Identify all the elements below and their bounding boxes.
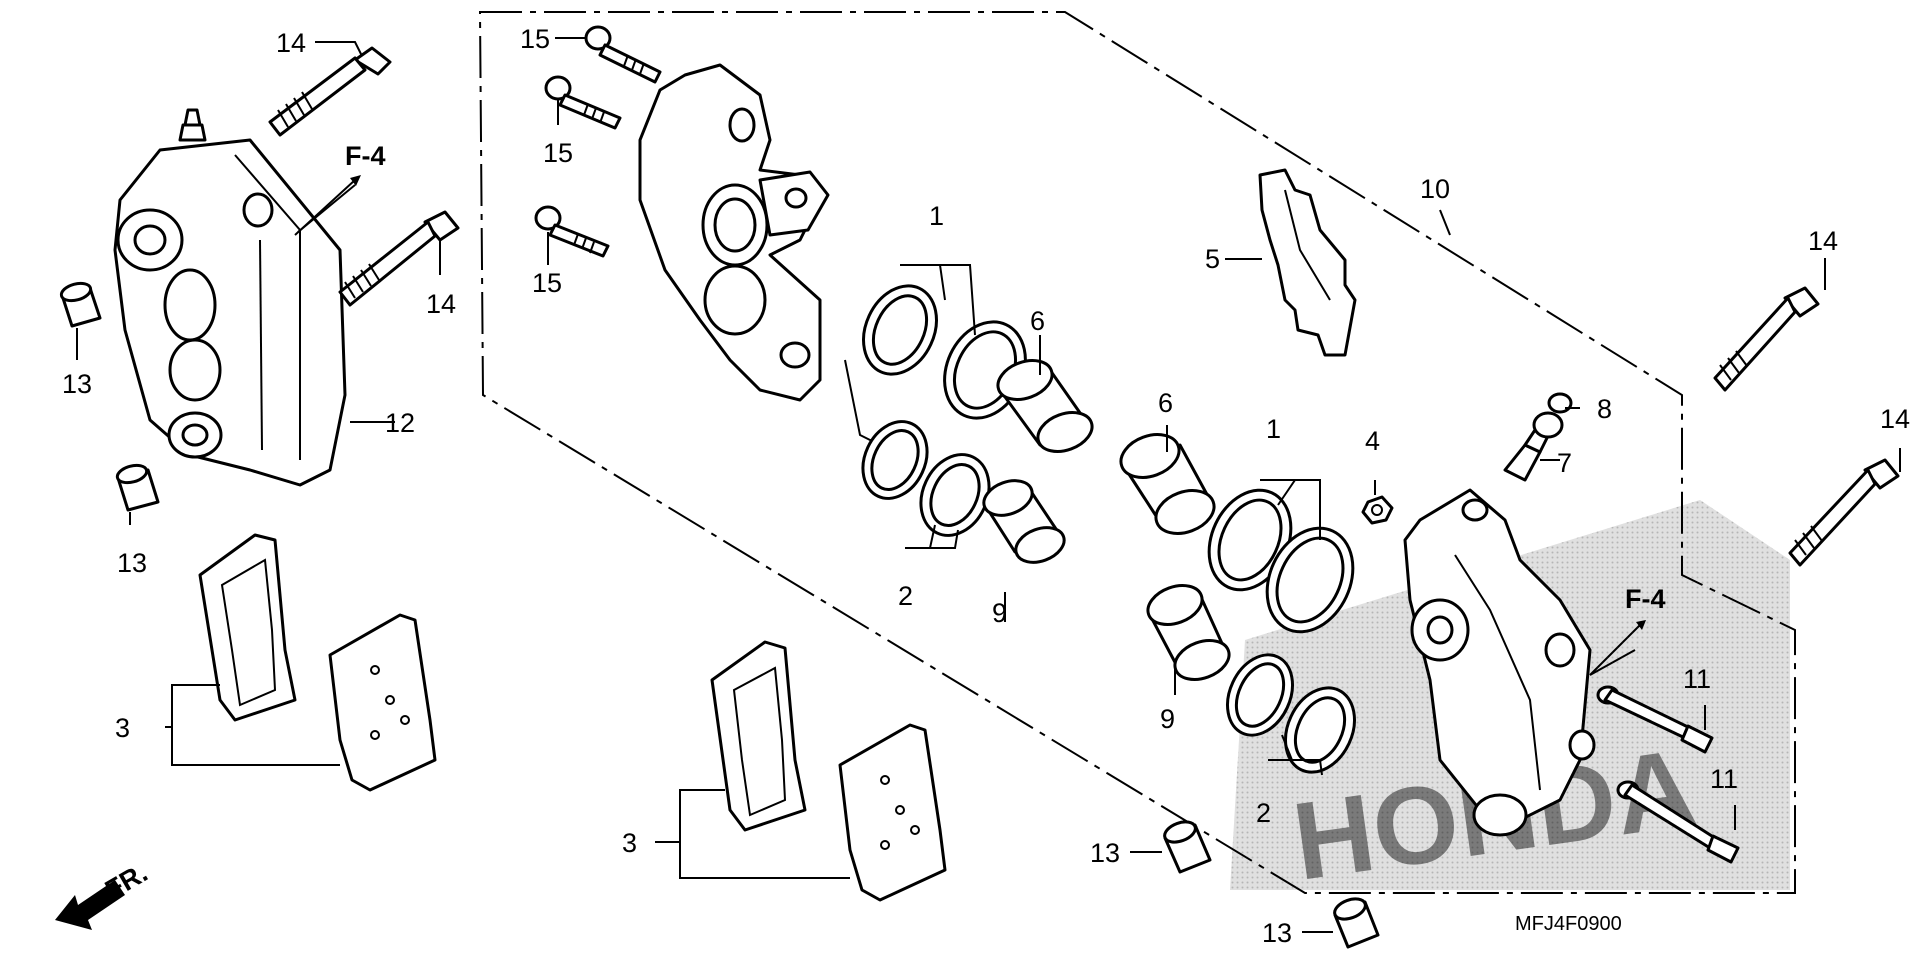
collar-13-a	[59, 281, 102, 328]
label-5: 5	[1205, 244, 1220, 274]
brake-pad-set-center	[710, 640, 947, 902]
label-14: 14	[276, 28, 306, 58]
pad-pin-11-a	[1596, 685, 1714, 754]
collar-13-b	[115, 463, 160, 512]
bleed-valve-7	[1503, 428, 1550, 482]
label-13: 13	[117, 548, 147, 578]
honda-watermark: HONDA	[1230, 500, 1790, 904]
label-6: 6	[1030, 306, 1045, 336]
brake-pad-set-left	[198, 533, 437, 792]
diagram-code: MFJ4F0900	[1515, 913, 1622, 935]
piston-6-right	[1119, 433, 1216, 535]
label-10: 10	[1420, 174, 1450, 204]
label-6: 6	[1158, 388, 1173, 418]
caliper-half-top	[638, 63, 830, 402]
label-13: 13	[1090, 838, 1120, 868]
f4-left-arrowhead	[350, 175, 361, 186]
seal-group-right	[1207, 488, 1356, 774]
label-9: 9	[1160, 704, 1175, 734]
bolt-14-top-left	[268, 46, 392, 137]
piston-9-top	[982, 479, 1066, 564]
label-1: 1	[1266, 414, 1281, 444]
label-15: 15	[543, 138, 573, 168]
label-3: 3	[622, 828, 637, 858]
pad-pin-11-b	[1616, 780, 1740, 864]
bolt-15-b	[544, 75, 622, 130]
label-1: 1	[929, 201, 944, 231]
label-3: 3	[115, 713, 130, 743]
bolt-15-c	[534, 205, 610, 258]
bolt-14-bottom-right	[1788, 458, 1900, 567]
label-15: 15	[520, 24, 550, 54]
label-12: 12	[385, 408, 415, 438]
pad-spring-5	[1258, 168, 1357, 357]
caliper-right	[1403, 488, 1596, 837]
front-direction-arrow: FR.	[55, 857, 153, 930]
assembly-frame-10	[478, 11, 1796, 894]
label-2: 2	[1256, 798, 1271, 828]
label-9: 9	[992, 598, 1007, 628]
ref-f4-right: F-4	[1625, 584, 1666, 614]
label-11: 11	[1683, 664, 1711, 694]
label-4: 4	[1365, 426, 1380, 456]
collar-13-d	[1333, 897, 1380, 949]
leader-caliper-to-ring	[844, 359, 881, 446]
seal-group-top	[861, 284, 1027, 537]
collar-13-c	[1163, 820, 1212, 874]
bolt-14-mid-left	[338, 210, 460, 307]
label-14: 14	[1880, 404, 1910, 434]
bleed-cap-8	[1532, 392, 1573, 439]
label-8: 8	[1597, 394, 1612, 424]
caliper-12	[113, 108, 347, 487]
label-14: 14	[1808, 226, 1838, 256]
piston-9-right	[1146, 584, 1231, 681]
bolt-15-a	[584, 25, 662, 84]
label-14: 14	[426, 289, 456, 319]
ref-f4-left: F-4	[345, 141, 386, 171]
f4-left-arrow	[294, 179, 356, 236]
label-13: 13	[1262, 918, 1292, 948]
label-13: 13	[62, 369, 92, 399]
f4-right-arrow	[1589, 624, 1641, 676]
label-2: 2	[898, 581, 913, 611]
nut-4	[1361, 495, 1394, 525]
piston-6-top	[996, 359, 1094, 453]
label-11: 11	[1710, 764, 1738, 794]
f4-right-arrowhead	[1636, 620, 1646, 630]
label-7: 7	[1557, 448, 1572, 478]
label-15: 15	[532, 268, 562, 298]
bolt-14-top-right	[1713, 286, 1820, 392]
part-labels: 14 15 15 15 14 13 12 13 3 1 6 2 9 3 10 5…	[62, 24, 1910, 948]
